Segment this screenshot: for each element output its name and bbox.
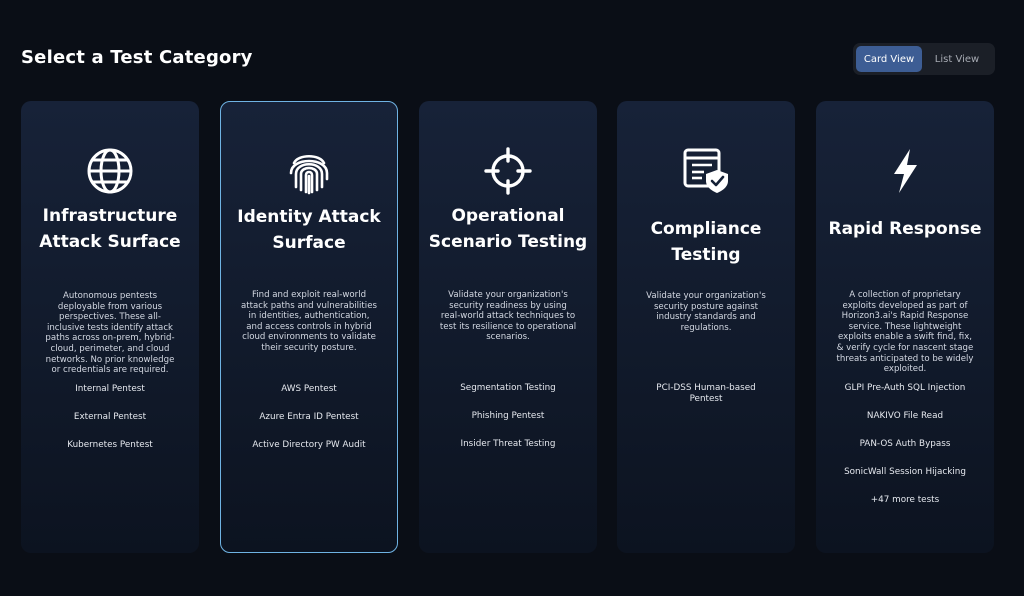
more-tests-link[interactable]: +47 more tests	[870, 495, 940, 505]
test-item-pci-dss-human-based-pentest[interactable]: PCI-DSS Human-based Pentest	[656, 383, 756, 404]
card-title: Infrastructure Attack Surface	[39, 206, 181, 252]
test-list: Internal Pentest External Pentest Kubern…	[27, 384, 193, 468]
globe-icon	[86, 147, 134, 195]
view-toggle: Card View List View	[853, 43, 995, 75]
test-list: PCI-DSS Human-based Pentest	[623, 383, 789, 411]
card-compliance-testing[interactable]: Compliance Testing Validate your organiz…	[617, 101, 795, 553]
test-list: AWS Pentest Azure Entra ID Pentest Activ…	[227, 384, 391, 468]
test-item-external-pentest[interactable]: External Pentest	[73, 412, 147, 422]
card-rapid-response[interactable]: Rapid Response A collection of proprieta…	[816, 101, 994, 553]
test-list: GLPI Pre-Auth SQL Injection NAKIVO File …	[822, 383, 988, 523]
test-item-sonicwall-session-hijacking[interactable]: SonicWall Session Hijacking	[844, 467, 966, 477]
compliance-document-shield-icon	[682, 146, 730, 194]
test-item-insider-threat-testing[interactable]: Insider Threat Testing	[460, 439, 556, 449]
card-description: A collection of proprietary exploits dev…	[836, 290, 974, 375]
test-item-pan-os-auth-bypass[interactable]: PAN-OS Auth Bypass	[859, 439, 951, 449]
test-item-phishing-pentest[interactable]: Phishing Pentest	[471, 411, 545, 421]
crosshair-icon	[484, 147, 532, 195]
card-title: Rapid Response	[828, 219, 982, 239]
card-description: Autonomous pentests deployable from vari…	[45, 291, 175, 376]
card-operational-scenario-testing[interactable]: Operational Scenario Testing Validate yo…	[419, 101, 597, 553]
page-title: Select a Test Category	[21, 47, 253, 68]
card-title: Identity Attack Surface	[237, 207, 381, 253]
card-infrastructure-attack-surface[interactable]: Infrastructure Attack Surface Autonomous…	[21, 101, 199, 553]
test-item-kubernetes-pentest[interactable]: Kubernetes Pentest	[67, 440, 153, 450]
test-item-glpi-pre-auth-sql-injection[interactable]: GLPI Pre-Auth SQL Injection	[844, 383, 966, 393]
test-item-azure-entra-id-pentest[interactable]: Azure Entra ID Pentest	[259, 412, 359, 422]
test-item-internal-pentest[interactable]: Internal Pentest	[75, 384, 145, 394]
card-view-button[interactable]: Card View	[856, 46, 922, 72]
card-title: Operational Scenario Testing	[428, 206, 588, 252]
card-description: Validate your organization's security po…	[646, 291, 766, 333]
test-item-nakivo-file-read[interactable]: NAKIVO File Read	[866, 411, 944, 421]
test-item-active-directory-pw-audit[interactable]: Active Directory PW Audit	[252, 440, 366, 450]
list-view-button[interactable]: List View	[934, 53, 980, 65]
test-list: Segmentation Testing Phishing Pentest In…	[425, 383, 591, 467]
card-identity-attack-surface[interactable]: Identity Attack Surface Find and exploit…	[220, 101, 398, 553]
card-title: Compliance Testing	[650, 219, 762, 265]
test-item-segmentation-testing[interactable]: Segmentation Testing	[460, 383, 556, 393]
card-description: Validate your organization's security re…	[439, 290, 577, 343]
card-description: Find and exploit real-world attack paths…	[241, 290, 377, 353]
fingerprint-icon	[285, 147, 333, 195]
lightning-bolt-icon	[881, 147, 929, 195]
test-item-aws-pentest[interactable]: AWS Pentest	[281, 384, 337, 394]
